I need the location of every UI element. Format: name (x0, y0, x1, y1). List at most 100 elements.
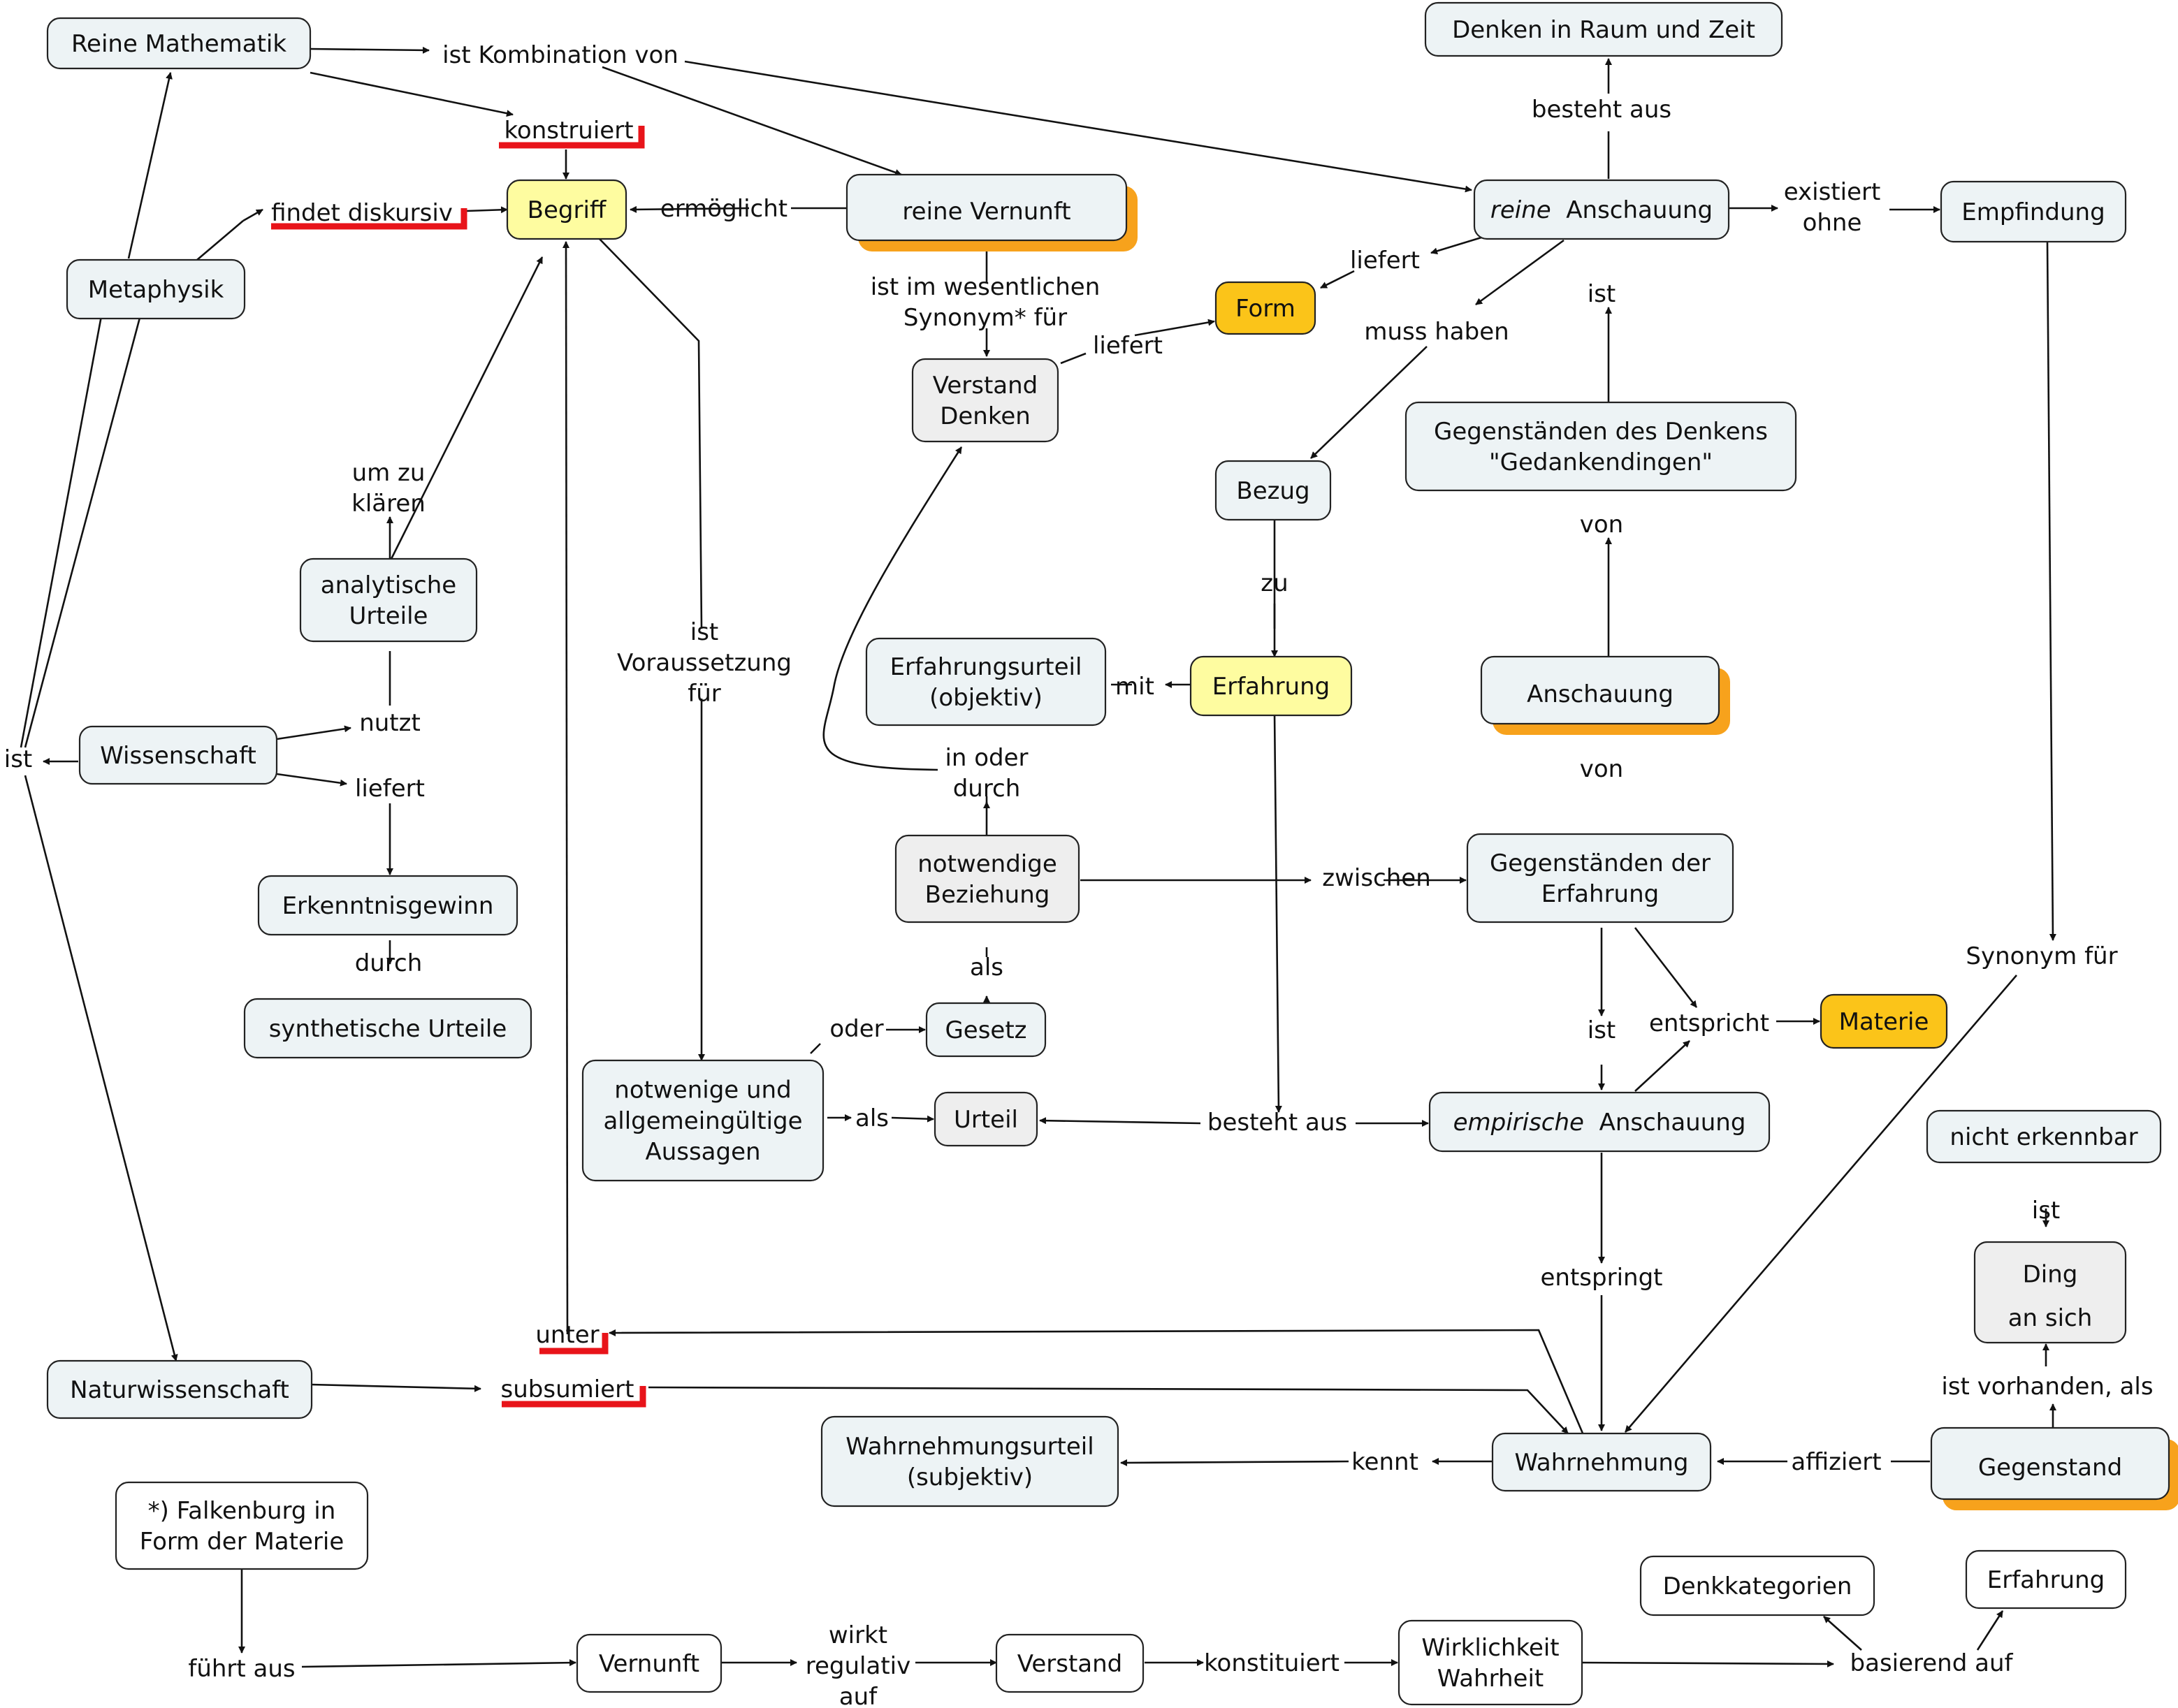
node-box (995, 1633, 1145, 1693)
node-box (1965, 1549, 2127, 1610)
node-box (1466, 833, 1734, 924)
link-label: zwischen (1322, 864, 1431, 892)
link-label: besteht aus (1532, 96, 1671, 124)
red-underline-subsumiert (502, 1386, 646, 1408)
edge (390, 256, 544, 560)
edge (1581, 1660, 1834, 1667)
concept-naturwissenschaft[interactable]: Naturwissenschaft (46, 1359, 313, 1419)
connection-lines (20, 46, 2056, 1668)
concept-denken-raum[interactable]: Denken in Raum und Zeit (1424, 1, 1783, 57)
node-label: Wirklichkeit (1421, 1634, 1559, 1662)
link-label: liefert (1350, 247, 1420, 275)
link-label: ist (690, 618, 719, 646)
node-label: *) Falkenburg in (148, 1497, 336, 1525)
concept-bezug[interactable]: Bezug (1214, 460, 1332, 521)
node-box (1926, 1109, 2162, 1164)
node-label: notwenige und (614, 1076, 791, 1104)
concept-denkkategorien[interactable]: Denkkategorien (1639, 1555, 1875, 1616)
edge (24, 307, 145, 748)
link-l-konstituiert: konstituiert (1204, 1649, 1340, 1677)
node-label: analytische (321, 571, 456, 599)
concept-begriff[interactable]: Begriff (506, 179, 627, 240)
link-l-von-top: von (1580, 511, 1623, 539)
link-label: durch (355, 949, 423, 977)
concept-gegenst-denkens[interactable]: Gegenständen des Denkens"Gedankendingen" (1404, 401, 1797, 492)
concept-metaphysik[interactable]: Metaphysik (66, 258, 246, 320)
node-label: (subjektiv) (907, 1464, 1033, 1491)
concept-vernunft[interactable]: Vernunft (576, 1633, 723, 1693)
concept-verstand[interactable]: Verstand (995, 1633, 1145, 1693)
node-box (1820, 993, 1948, 1049)
concept-empirische-anschauung[interactable]: empirische Anschauung (1428, 1091, 1771, 1153)
link-label: ermöglicht (660, 195, 787, 223)
link-l-ist-ra: ist (1588, 280, 1616, 308)
concept-wahrnehmung[interactable]: Wahrnehmung (1491, 1432, 1712, 1492)
concept-erfahrung[interactable]: Erfahrung (1189, 655, 1353, 717)
concept-reine-vernunft[interactable]: reine Vernunft (845, 173, 1138, 251)
node-label-rest: Anschauung (1584, 1109, 1745, 1137)
concept-anschauung[interactable]: Anschauung (1480, 655, 1730, 735)
link-l-ist-left: ist (4, 745, 33, 773)
red-underline-findet (271, 208, 467, 230)
link-label: ist Kombination von (442, 41, 678, 69)
node-box (1424, 1, 1783, 57)
link-l-ist-empirisch: ist (1588, 1016, 1616, 1044)
concept-erfahrungsurteil[interactable]: Erfahrungsurteil(objektiv) (865, 637, 1107, 727)
node-label: Erfahrung (1212, 673, 1330, 701)
edge (597, 237, 703, 629)
edge (810, 1043, 821, 1054)
link-l-kennt: kennt (1351, 1448, 1418, 1476)
link-label: Voraussetzung (617, 649, 792, 677)
edge (562, 241, 570, 1335)
concept-nicht-erkennbar[interactable]: nicht erkennbar (1926, 1109, 2162, 1164)
concept-gesetz[interactable]: Gesetz (925, 1002, 1047, 1058)
link-label: regulativ (806, 1652, 910, 1680)
link-l-liefert-wiss: liefert (355, 775, 425, 803)
node-label: "Gedankendingen" (1489, 448, 1713, 476)
concept-reine-anschauung[interactable]: reine Anschauung (1473, 179, 1730, 240)
link-label: unter (535, 1321, 599, 1349)
edge (1134, 319, 1215, 337)
edge (1430, 236, 1482, 255)
node-label: Denkkategorien (1663, 1572, 1852, 1600)
concept-synthetische[interactable]: synthetische Urteile (243, 998, 532, 1059)
node-label-italic: reine (1490, 196, 1551, 224)
node-label: (objektiv) (929, 684, 1043, 712)
edge (242, 208, 263, 222)
concept-erfahrung2[interactable]: Erfahrung (1965, 1549, 2127, 1610)
link-label: wirkt (829, 1621, 887, 1649)
concept-empfindung[interactable]: Empfindung (1940, 180, 2127, 243)
red-underline-unter (539, 1333, 609, 1355)
node-label-rest: Anschauung (1551, 196, 1713, 224)
node-box (46, 17, 312, 70)
node-label: Metaphysik (88, 276, 224, 304)
link-l-zu: zu (1261, 569, 1288, 597)
node-label: Vernunft (599, 1650, 699, 1678)
concept-wissenschaft[interactable]: Wissenschaft (78, 725, 278, 785)
concept-erkenntnisgewinn[interactable]: Erkenntnisgewinn (257, 875, 518, 936)
concept-reine-math[interactable]: Reine Mathematik (46, 17, 312, 70)
edge (684, 60, 1472, 193)
concept-urteil[interactable]: Urteil (934, 1091, 1038, 1147)
link-label: in oder (945, 744, 1028, 772)
link-label: Synonym* für (903, 304, 1067, 332)
concept-wahrnehmungsurteil[interactable]: Wahrnehmungsurteil(subjektiv) (820, 1415, 1119, 1508)
concept-materie[interactable]: Materie (1820, 993, 1948, 1049)
link-label: zu (1261, 569, 1288, 597)
concept-gegenstand[interactable]: Gegenstand (1930, 1426, 2178, 1510)
concept-form[interactable]: Form (1214, 281, 1316, 335)
node-box (894, 834, 1080, 924)
link-l-mit: mit (1115, 673, 1154, 701)
link-l-als-gesetz: als (970, 954, 1003, 981)
